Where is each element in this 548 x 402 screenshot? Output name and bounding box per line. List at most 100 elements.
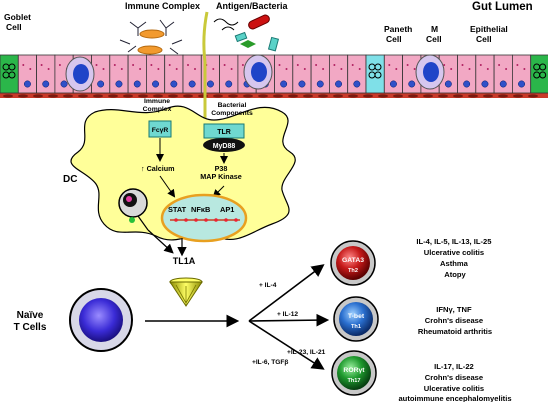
cell-dot (505, 68, 508, 70)
cell-dot (450, 68, 453, 70)
cell-nucleus (335, 80, 342, 88)
gata3-label: GATA3 (342, 257, 364, 264)
dc-vesicle-icon (118, 188, 149, 231)
cell-nucleus (42, 80, 50, 88)
cell-dot (443, 64, 446, 66)
cell-dot (285, 68, 288, 70)
cell-nucleus (481, 80, 489, 88)
cell-nucleus (170, 80, 178, 88)
stromal-cell (108, 94, 118, 98)
stromal-cell (393, 94, 403, 98)
stromal-cell (468, 94, 478, 98)
il4-label: + IL-4 (259, 282, 277, 289)
il6-tgfb-label: +IL-6, TGFβ (252, 359, 288, 366)
tl1a-label: TL1A (173, 256, 196, 266)
cell-dot (340, 68, 343, 70)
stromal-cell (93, 94, 103, 98)
calcium-label: ↑ Calcium (141, 164, 175, 173)
dc-label: DC (63, 174, 77, 185)
stat-label: STAT (168, 205, 187, 214)
stromal-cell (168, 94, 178, 98)
stromal-cell (453, 94, 463, 98)
cell-dot (157, 68, 160, 70)
cell-nucleus (133, 80, 141, 88)
cell-dot (22, 64, 25, 66)
cell-nucleus (24, 80, 31, 88)
cell-dot (406, 64, 409, 66)
cell-dot (150, 64, 153, 66)
th2-cell: GATA3 Th2 (330, 240, 376, 286)
cell-dot (523, 68, 526, 70)
cell-dot (303, 68, 306, 70)
stromal-cell (78, 94, 88, 98)
cell-nucleus (207, 80, 214, 88)
cell-nucleus (115, 80, 123, 88)
stromal-cell (48, 94, 58, 98)
cell-dot (479, 64, 482, 66)
cell-nucleus (408, 80, 416, 88)
granule (8, 63, 16, 71)
stromal-cell (18, 94, 28, 98)
th17-cell: RORγt Th17 (331, 350, 377, 396)
stromal-cell (153, 94, 163, 98)
intraepithelial-nucleus (73, 64, 89, 84)
cell-dot (212, 68, 215, 70)
antigen-bacteria-label: Antigen/Bacteria (216, 1, 289, 11)
granule (8, 71, 16, 79)
cell-dot (113, 64, 116, 66)
intraepithelial-nucleus (423, 62, 439, 82)
cell-dot (322, 68, 325, 70)
cell-dot (395, 68, 398, 70)
cell-dot (498, 64, 501, 66)
granule (374, 71, 382, 79)
granule (539, 71, 547, 79)
granule (539, 63, 547, 71)
cell-nucleus (188, 80, 196, 88)
stromal-cell (3, 94, 13, 98)
cell-dot (194, 68, 196, 70)
il23-label: +IL-23, IL-21 (287, 349, 326, 356)
cell-dot (223, 64, 226, 66)
stromal-cell (513, 94, 523, 98)
cell-dot (315, 64, 318, 66)
stromal-cell (408, 94, 418, 98)
tbet-label: T-bet (348, 313, 365, 320)
cell-dot (333, 64, 336, 66)
dna-strand (170, 218, 240, 222)
cell-dot (102, 68, 105, 70)
cell-dot (132, 64, 135, 66)
cell-dot (413, 68, 416, 70)
cell-dot (241, 64, 244, 66)
th17-label: Th17 (347, 378, 360, 384)
th2-description: IL-4, IL-5, IL-13, IL-25 Ulcerative coli… (416, 237, 493, 279)
stromal-cell (243, 94, 253, 98)
bacteria-icon (213, 14, 280, 52)
stromal-cell (183, 94, 193, 98)
granule (374, 63, 382, 71)
myd88-oval (203, 138, 245, 152)
cell-nucleus (97, 80, 105, 88)
tlr-label: TLR (217, 129, 231, 136)
cell-nucleus (353, 80, 361, 88)
stromal-cell (138, 94, 148, 98)
dc-signal-arrows (156, 138, 228, 198)
il12-label: + IL-12 (277, 311, 298, 318)
nfkb-label: NFκB (191, 205, 210, 214)
stromal-cell (273, 94, 283, 98)
cell-nucleus (152, 80, 160, 88)
stromal-cell (258, 94, 268, 98)
cell-dot (230, 68, 233, 70)
th17-description: IL-17, IL-22 Crohn's disease Ulcerative … (398, 362, 511, 402)
cell-dot (95, 64, 98, 66)
stromal-cell (333, 94, 343, 98)
ap1-label: AP1 (220, 205, 234, 214)
cell-dot (351, 64, 354, 66)
cell-nucleus (225, 80, 233, 88)
th1-cell: T-bet Th1 (333, 296, 379, 342)
cell-dot (468, 68, 471, 70)
intraepithelial-nucleus (251, 62, 267, 82)
